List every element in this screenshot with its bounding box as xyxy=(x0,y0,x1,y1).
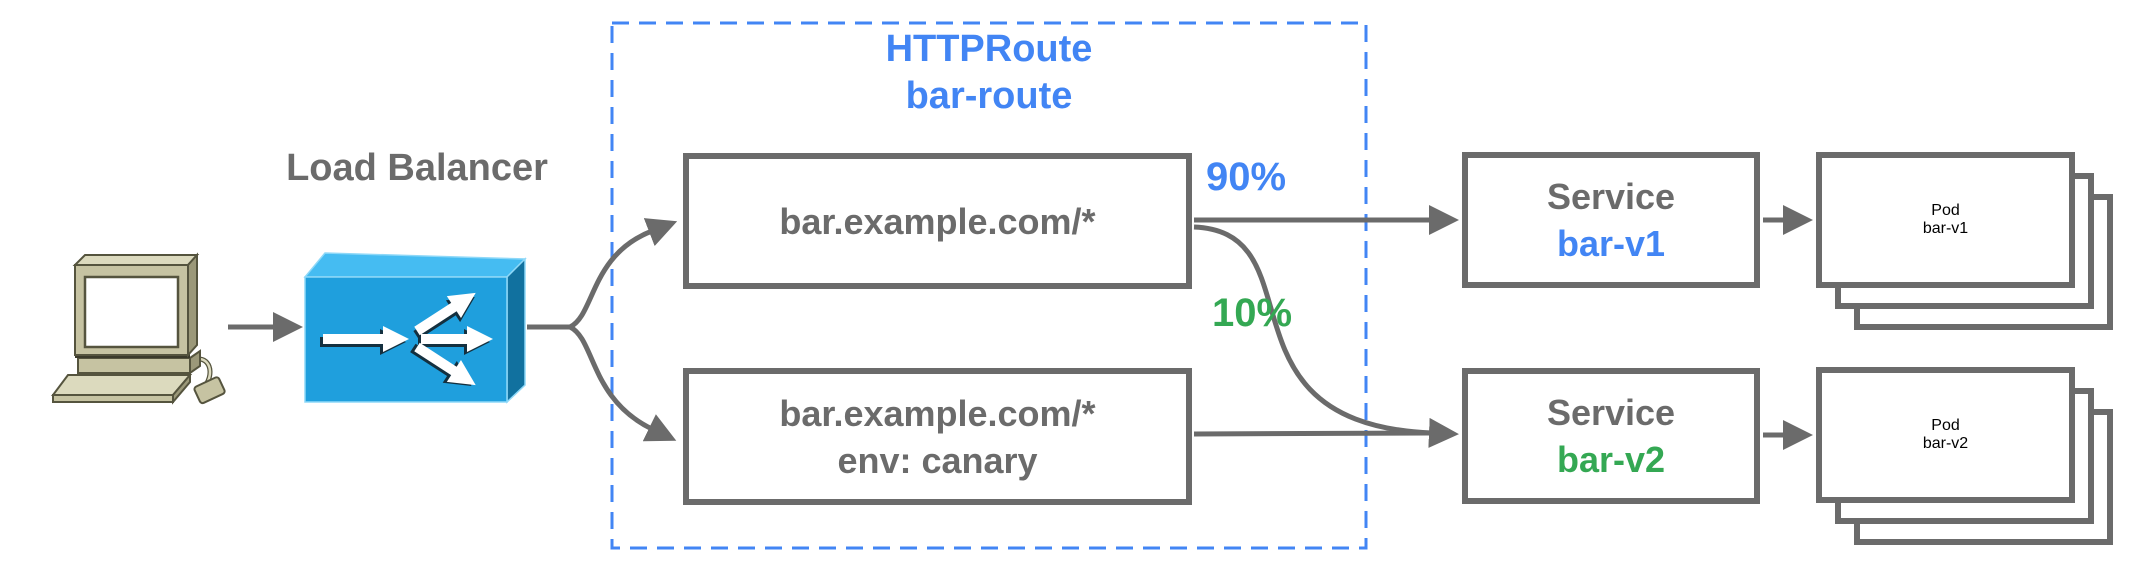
lb-top-face xyxy=(303,252,527,278)
route-rule-2-match: bar.example.com/* xyxy=(779,392,1096,434)
service-bar-v1-box: Service bar-v1 xyxy=(1462,152,1760,288)
service-name-label: bar-v2 xyxy=(1556,439,1666,480)
service-kind-label: Service xyxy=(1546,176,1676,217)
httproute-kind-label: HTTPRoute xyxy=(885,28,1093,70)
route-rule-1-match: bar.example.com/* xyxy=(779,200,1096,242)
arrow-route1-to-service2-10 xyxy=(1193,224,1459,448)
pod-bar-v1-stack: Pod bar-v1 xyxy=(1816,152,2119,336)
monitor-side xyxy=(187,252,198,358)
computer-screen xyxy=(83,275,180,349)
pod-kind-label: Pod xyxy=(1931,417,1960,434)
service-kind-label: Service xyxy=(1546,392,1676,433)
monitor-top xyxy=(72,254,200,266)
load-balancer-icon xyxy=(303,252,527,404)
service-name-label: bar-v1 xyxy=(1556,223,1666,264)
lb-right-face xyxy=(506,257,526,404)
route-rule-2-header-match: env: canary xyxy=(837,439,1038,481)
arrow-lb-to-route2 xyxy=(527,324,677,442)
httproute-boundary xyxy=(610,21,1368,550)
httproute-name-label: bar-route xyxy=(905,75,1073,117)
httproute-group-title: HTTPRoute bar-route xyxy=(739,26,1239,120)
pod-bar-v2-stack: Pod bar-v2 xyxy=(1816,367,2119,551)
pod-bar-v1-box: Pod bar-v1 xyxy=(1816,152,2075,288)
arrow-route2-to-service2 xyxy=(1193,430,1430,437)
client-computer-icon xyxy=(51,252,226,405)
service-bar-v2-box: Service bar-v2 xyxy=(1462,368,1760,504)
pod-kind-label: Pod xyxy=(1931,202,1960,219)
mouse xyxy=(193,376,226,405)
arrow-lb-to-route1 xyxy=(527,218,678,330)
route-rule-2-box: bar.example.com/* env: canary xyxy=(683,368,1192,505)
weight-label-90: 90% xyxy=(1206,155,1287,199)
weight-label-10: 10% xyxy=(1212,291,1293,335)
route-rule-1-box: bar.example.com/* xyxy=(683,153,1192,289)
pod-bar-v2-box: Pod bar-v2 xyxy=(1816,367,2075,503)
load-balancer-label: Load Balancer xyxy=(286,147,548,189)
keyboard xyxy=(51,374,193,396)
pod-name-label: bar-v2 xyxy=(1922,435,1969,452)
pod-name-label: bar-v1 xyxy=(1922,220,1969,237)
